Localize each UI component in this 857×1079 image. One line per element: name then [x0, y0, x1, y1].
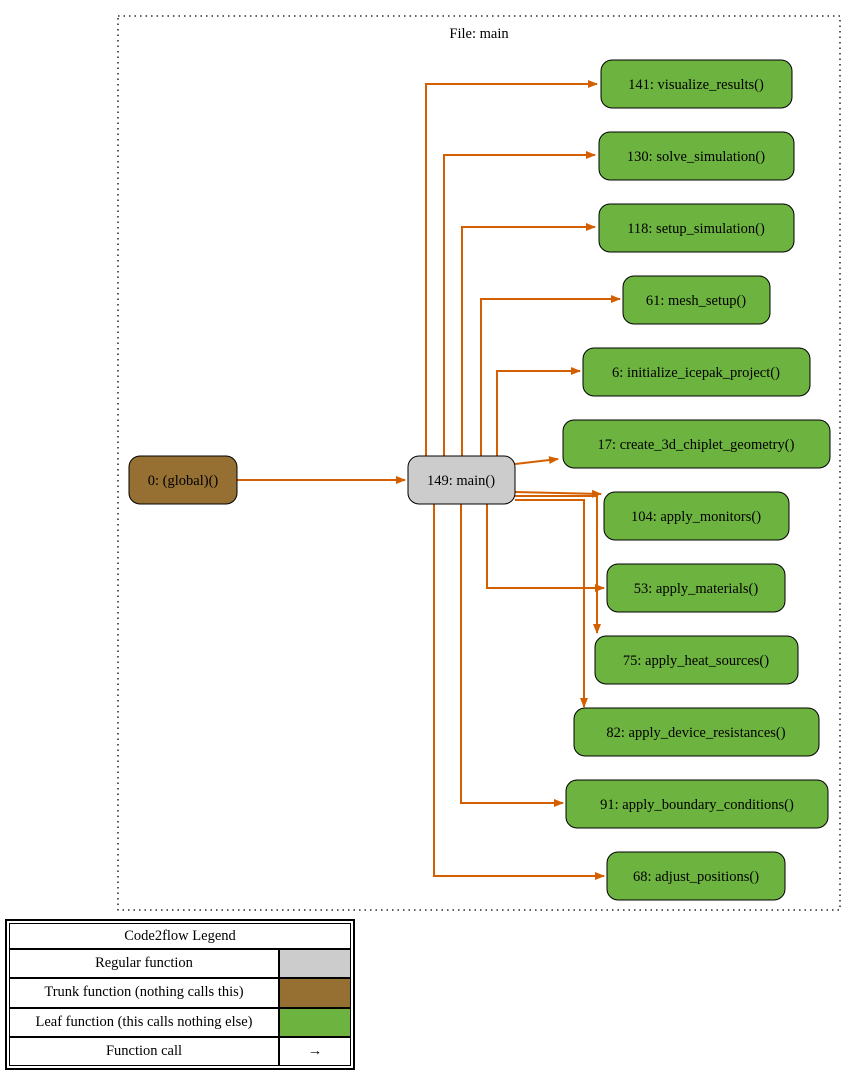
node-label: 149: main() [427, 473, 495, 489]
legend-swatch-regular [279, 949, 351, 979]
node-visualize[interactable]: 141: visualize_results() [600, 59, 793, 109]
cluster-title: File: main [449, 26, 509, 42]
node-label: 53: apply_materials() [634, 581, 759, 597]
node-init[interactable]: 6: initialize_icepak_project() [582, 347, 811, 397]
legend-title: Code2flow Legend [9, 923, 351, 949]
edge-main-materials [486, 504, 605, 592]
edge-main-adjust [433, 504, 605, 880]
legend-row-trunk-label: Trunk function (nothing calls this) [9, 978, 279, 1008]
node-box [573, 707, 820, 757]
node-label: 91: apply_boundary_conditions() [600, 797, 794, 813]
node-box [594, 635, 799, 685]
edge-main-init [496, 367, 581, 457]
edge-main-resist [515, 499, 588, 708]
legend: Code2flow Legend Regular function Trunk … [5, 919, 355, 1070]
node-monitors[interactable]: 104: apply_monitors() [603, 491, 790, 541]
edge-main-mesh [480, 295, 621, 457]
node-adjust[interactable]: 68: adjust_positions() [606, 851, 786, 901]
node-box [128, 455, 238, 505]
legend-row-leaf-label: Leaf function (this calls nothing else) [9, 1007, 279, 1037]
node-label: 17: create_3d_chiplet_geometry() [598, 437, 795, 453]
node-main[interactable]: 149: main() [407, 455, 516, 505]
node-box [606, 563, 786, 613]
node-box [582, 347, 811, 397]
node-box [565, 779, 829, 829]
node-label: 68: adjust_positions() [633, 869, 759, 885]
legend-swatch-leaf [279, 1007, 351, 1037]
node-label: 104: apply_monitors() [631, 509, 761, 525]
node-solve[interactable]: 130: solve_simulation() [598, 131, 795, 181]
node-materials[interactable]: 53: apply_materials() [606, 563, 786, 613]
node-box [598, 203, 795, 253]
node-mesh[interactable]: 61: mesh_setup() [622, 275, 771, 325]
node-label: 118: setup_simulation() [627, 221, 765, 237]
node-heat[interactable]: 75: apply_heat_sources() [594, 635, 799, 685]
node-label: 75: apply_heat_sources() [623, 653, 769, 669]
node-box [407, 455, 516, 505]
legend-row-regular-label: Regular function [9, 949, 279, 979]
node-box [598, 131, 795, 181]
node-boundary[interactable]: 91: apply_boundary_conditions() [565, 779, 829, 829]
node-box [606, 851, 786, 901]
edge-main-solve [443, 151, 596, 457]
edges [237, 80, 621, 880]
node-global[interactable]: 0: (global)() [128, 455, 238, 505]
node-resist[interactable]: 82: apply_device_resistances() [573, 707, 820, 757]
node-label: 130: solve_simulation() [627, 149, 765, 165]
edge-main-monitors [514, 489, 602, 498]
legend-arrow-symbol: → [279, 1036, 351, 1066]
edge-main-boundary [460, 504, 564, 807]
node-box [622, 275, 771, 325]
legend-row-call-label: Function call [9, 1036, 279, 1066]
legend-swatch-trunk [279, 978, 351, 1008]
node-label: 82: apply_device_resistances() [606, 725, 785, 741]
node-geometry[interactable]: 17: create_3d_chiplet_geometry() [562, 419, 831, 469]
node-label: 141: visualize_results() [628, 77, 764, 93]
node-box [600, 59, 793, 109]
legend-table: Code2flow Legend Regular function Trunk … [9, 923, 351, 1066]
node-setup[interactable]: 118: setup_simulation() [598, 203, 795, 253]
node-label: 0: (global)() [148, 473, 219, 489]
node-label: 6: initialize_icepak_project() [612, 365, 780, 381]
edge-main-visualize [425, 80, 598, 457]
node-box [603, 491, 790, 541]
node-label: 61: mesh_setup() [646, 293, 746, 309]
node-box [562, 419, 831, 469]
edge-main-geometry [514, 456, 559, 465]
edge-main-setup [461, 223, 596, 457]
